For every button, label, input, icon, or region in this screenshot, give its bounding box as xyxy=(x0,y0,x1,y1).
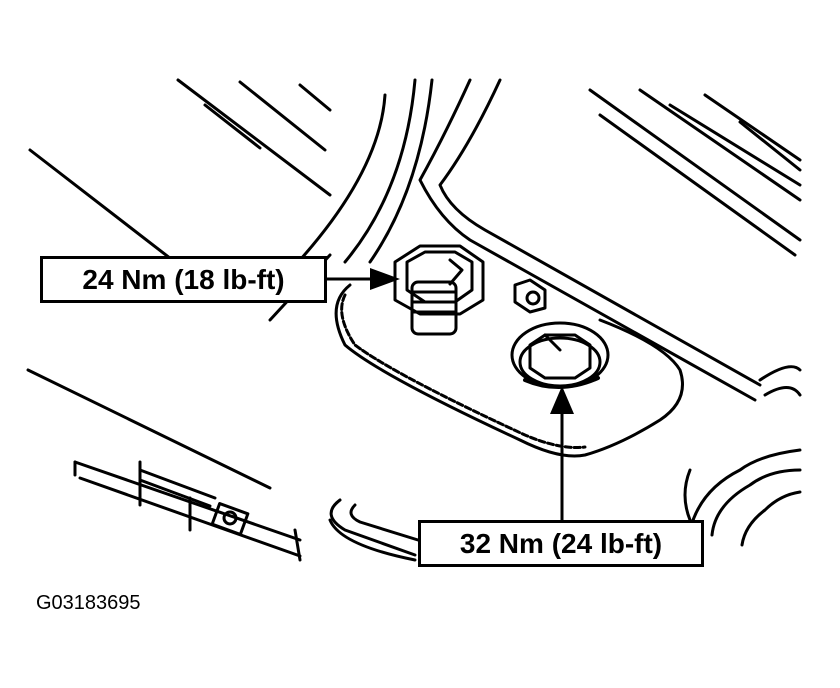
bottom-right-cover xyxy=(683,448,802,547)
right-bolt xyxy=(510,321,610,390)
left-bolt xyxy=(393,244,485,336)
torque-callout-right-text: 32 Nm (24 lb-ft) xyxy=(459,527,663,559)
torque-callout-left-text: 24 Nm (18 lb-ft) xyxy=(82,263,285,295)
leader-arrow-right xyxy=(550,386,574,522)
bracket-top-right xyxy=(418,78,802,402)
torque-callout-left-bolt: 24 Nm (18 lb-ft) xyxy=(40,256,327,303)
torque-callout-right-bolt: 32 Nm (24 lb-ft) xyxy=(418,520,704,567)
locating-pin xyxy=(513,278,547,314)
leader-arrow-left xyxy=(325,268,400,290)
mounting-pad xyxy=(334,283,684,458)
figure-id: G03183695 xyxy=(36,592,141,614)
bottom-hook-bracket xyxy=(328,498,420,562)
lower-left-rail xyxy=(26,368,302,562)
